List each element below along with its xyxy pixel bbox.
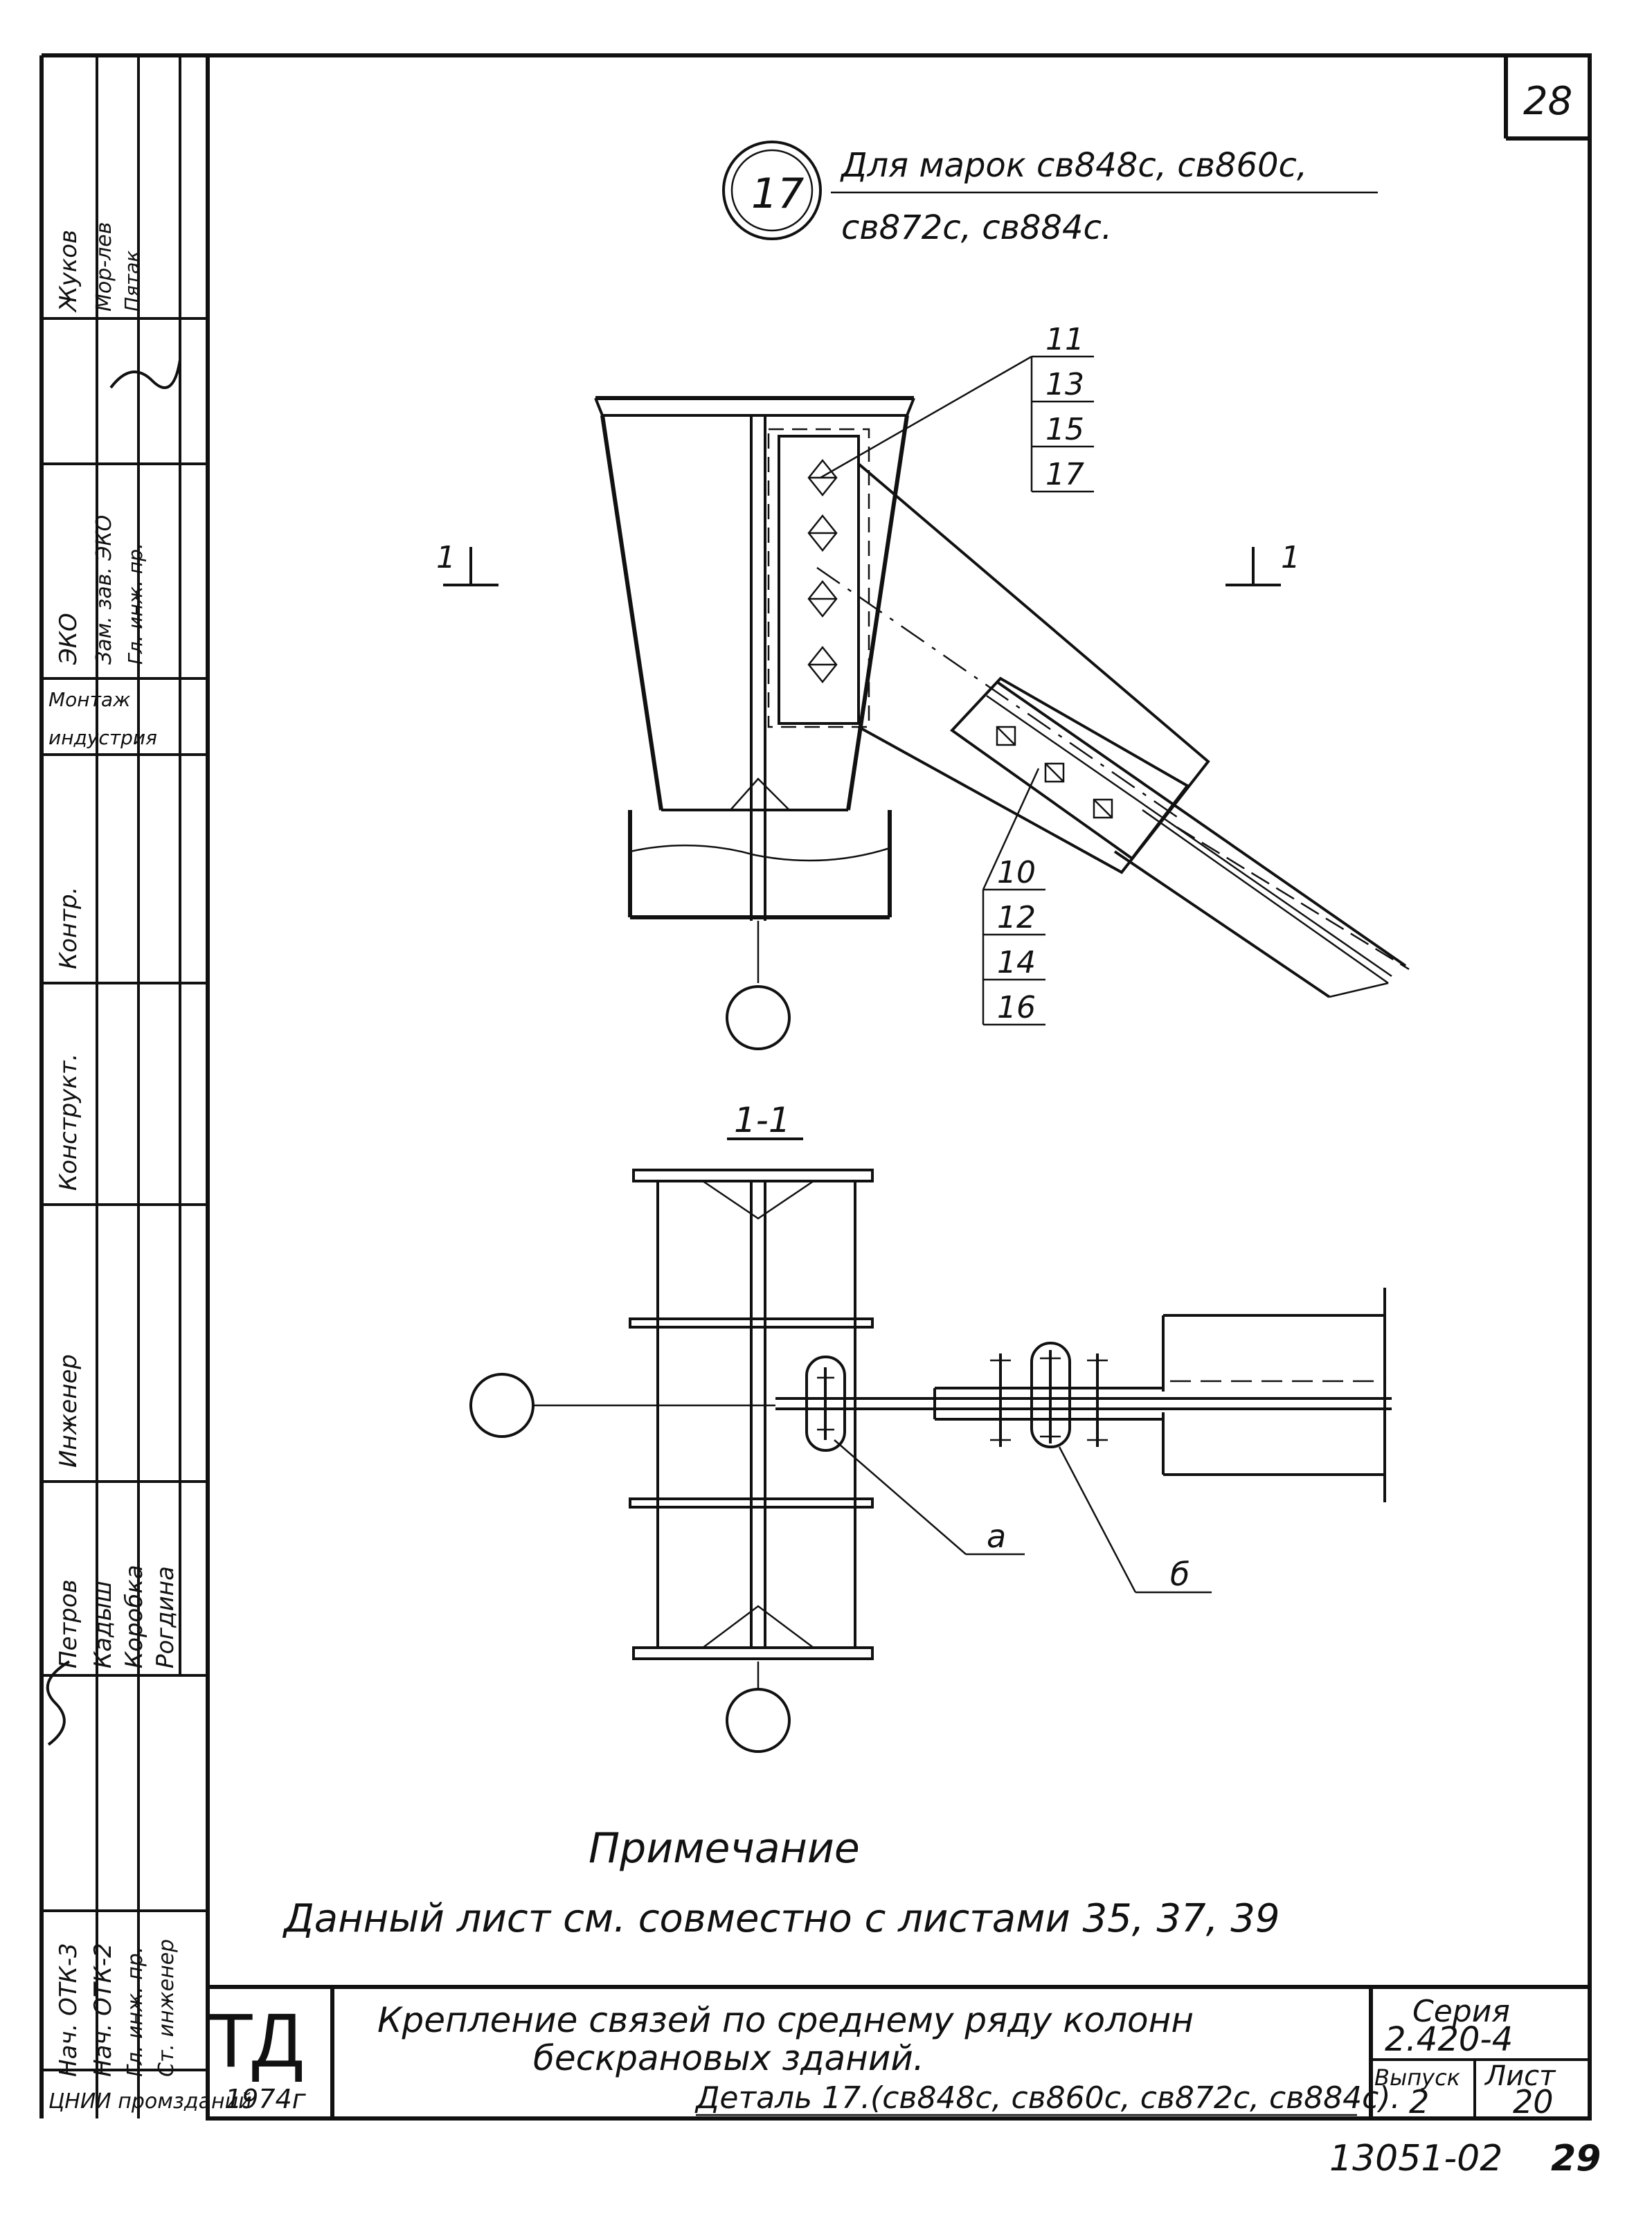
detail-callout: 17 Для марок св848с, св860с, св872с, св8… — [722, 141, 1378, 247]
title-block: ТД 1974г ЦНИИ промзданий Крепление связе… — [48, 1985, 1590, 2121]
title-line1: Крепление связей по среднему ряду колонн — [377, 2000, 1194, 2040]
bolt-group-diagonal — [996, 726, 1113, 819]
section-view: 1-1 — [469, 1100, 1392, 1753]
ref-top-3: 15 — [1045, 412, 1084, 447]
detail-label-line2: св872с, св884с. — [841, 208, 1112, 247]
page-number-top: 28 — [1523, 79, 1572, 124]
issue-label: Выпуск — [1374, 2064, 1461, 2091]
stamp-name-4: Рогдина — [152, 1566, 179, 1668]
bolt-row-b — [990, 1350, 1108, 1447]
stamp-upper-name-1: Жуков — [55, 230, 82, 313]
ref-bottom-1: 10 — [997, 855, 1036, 890]
bottom-code: 13051-02 — [1329, 2138, 1502, 2179]
note-text: Данный лист см. совместно с листами 35, … — [282, 1896, 1280, 1941]
ref-top-4: 17 — [1045, 457, 1084, 492]
note: Примечание Данный лист см. совместно с л… — [282, 1824, 1280, 1941]
series-value: 2.420-4 — [1385, 2020, 1513, 2059]
issue-value: 2 — [1409, 2083, 1429, 2121]
sheet-frame — [206, 53, 1592, 2121]
stamp-role-1: Нач. ОТК-3 — [55, 1943, 82, 2077]
stamp-upper-role-3: ЭКО — [55, 613, 82, 665]
elevation-view: 1 1 11 13 15 17 10 12 14 16 — [436, 322, 1410, 1050]
stamp-dept-2: индустрия — [48, 726, 157, 749]
section-mark-right: 1 — [1281, 540, 1300, 575]
org-logo: ТД — [208, 1998, 303, 2083]
detail-label-line1: Для марок св848с, св860с, — [840, 146, 1307, 185]
bottom-page: 29 — [1551, 2138, 1601, 2179]
sheet-value: 20 — [1513, 2083, 1554, 2121]
page-number-box: 28 — [1504, 55, 1590, 141]
stamp-name-2: Кадыш — [89, 1581, 117, 1668]
ref-top-2: 13 — [1045, 367, 1084, 402]
section-title: 1-1 — [734, 1100, 791, 1140]
sheet-label: Лист — [1484, 2060, 1556, 2092]
detail-number: 17 — [751, 170, 804, 218]
title-line3: Деталь 17.(св848с, св860с, св872с, св884… — [694, 2080, 1400, 2116]
side-stamp: Нач. ОТК-3 Нач. ОТК-2 Гл. инж. пр. Ст. и… — [39, 53, 208, 2118]
stamp-role-4: Ст. инженер — [154, 1939, 179, 2077]
signature-mark — [46, 1660, 71, 1746]
stamp-upper-role-1: Гл. инж. пр. — [124, 543, 147, 665]
signature-mark — [109, 359, 181, 389]
ref-top-1: 11 — [1045, 322, 1084, 357]
org-name: ЦНИИ промзданий — [48, 2089, 252, 2114]
stamp-mid-label-1: Контр. — [55, 887, 82, 969]
ref-bottom-4: 16 — [997, 990, 1036, 1025]
stamp-upper-name-2: Мор-лев — [92, 222, 116, 312]
stamp-dept-1: Монтаж — [48, 688, 130, 711]
stamp-mid-label-2: Конструкт. — [55, 1053, 82, 1191]
ref-bottom-3: 14 — [997, 945, 1036, 980]
stamp-upper-role-2: Зам. зав. ЭКО — [92, 515, 116, 665]
label-a: а — [987, 1518, 1006, 1555]
title-line2: бескрановых зданий. — [533, 2038, 924, 2078]
label-b: б — [1170, 1556, 1189, 1593]
stamp-role-2: Нач. ОТК-2 — [89, 1943, 117, 2077]
stamp-name-3: Коробка — [120, 1565, 148, 1668]
section-mark-left: 1 — [436, 540, 456, 575]
stamp-role-3: Гл. инж. пр. — [123, 1947, 147, 2077]
stamp-mid-label-3: Инженер — [55, 1354, 82, 1468]
stamp-upper-name-3: Пятак — [120, 251, 143, 312]
series-label: Серия — [1412, 1994, 1510, 2029]
year: 1974г — [225, 2084, 307, 2114]
note-heading: Примечание — [589, 1824, 860, 1873]
ref-bottom-2: 12 — [997, 900, 1036, 935]
stamp-name-1: Петров — [55, 1579, 82, 1668]
bolt-slot-a — [817, 1367, 834, 1440]
